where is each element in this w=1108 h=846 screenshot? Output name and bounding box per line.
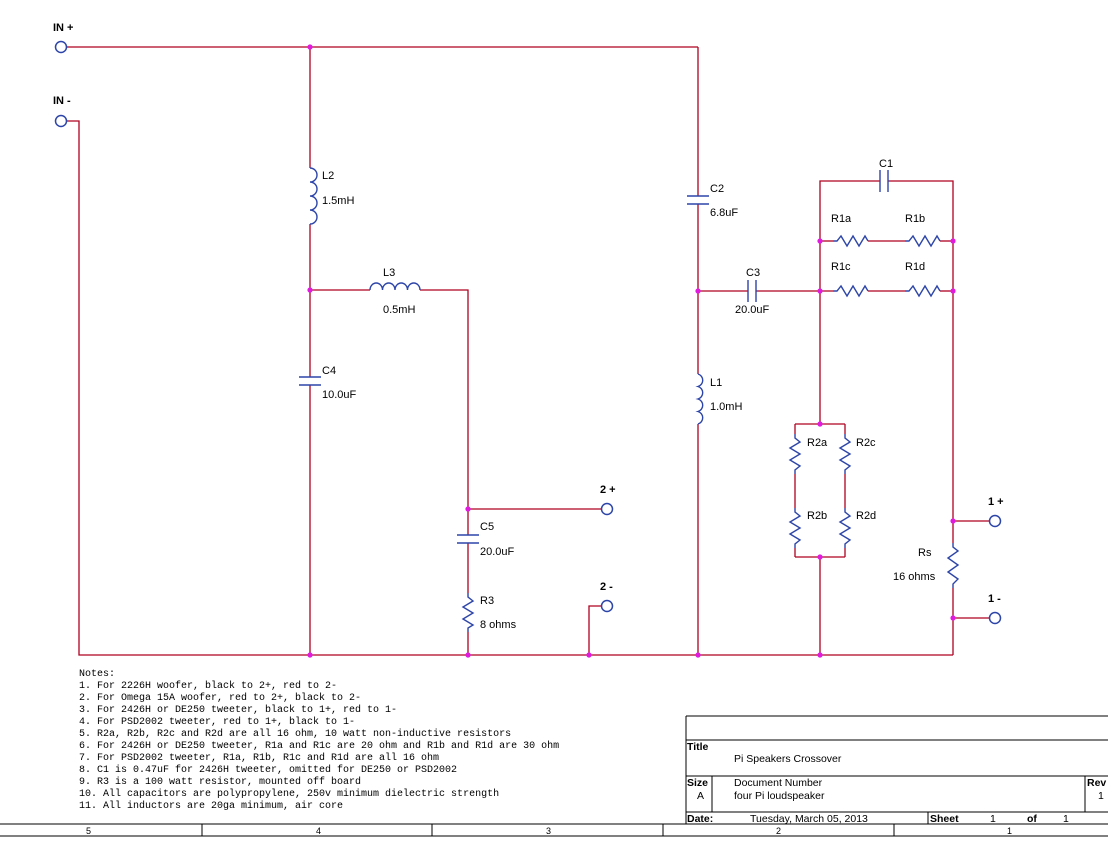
title-label: Title bbox=[687, 741, 709, 753]
zone-label: 1 bbox=[1007, 826, 1012, 836]
port-in-minus bbox=[54, 114, 68, 128]
note-line: 10. All capacitors are polypropylene, 25… bbox=[79, 788, 499, 800]
port-label-1-minus: 1 - bbox=[988, 593, 1001, 605]
resistor-R2b bbox=[788, 508, 802, 548]
note-line: 1. For 2226H woofer, black to 2+, red to… bbox=[79, 680, 337, 692]
label-R3-ref: R3 bbox=[480, 595, 494, 607]
title-block: Title Pi Speakers Crossover Size A Docum… bbox=[685, 715, 1108, 825]
label-R2a-ref: R2a bbox=[807, 437, 828, 449]
components bbox=[299, 167, 960, 632]
notes: Notes: 1. For 2226H woofer, black to 2+,… bbox=[79, 669, 559, 812]
note-line: 11. All inductors are 20ga minimum, air … bbox=[79, 800, 343, 812]
zone-label: 3 bbox=[546, 826, 551, 836]
date-value: Tuesday, March 05, 2013 bbox=[750, 813, 868, 825]
note-line: 3. For 2426H or DE250 tweeter, black to … bbox=[79, 704, 397, 716]
component-labels: L2 1.5mH L3 0.5mH C4 10.0uF C5 20.0uF R3… bbox=[322, 158, 936, 631]
resistor-R1a bbox=[833, 234, 869, 248]
sheet-value: 1 bbox=[990, 813, 996, 825]
label-R2b-ref: R2b bbox=[807, 510, 827, 522]
wires bbox=[67, 46, 990, 656]
label-R3-value: 8 ohms bbox=[480, 619, 517, 631]
label-C2-ref: C2 bbox=[710, 183, 724, 195]
port-label-1-plus: 1 + bbox=[988, 496, 1004, 508]
note-line: 9. R3 is a 100 watt resistor, mounted of… bbox=[79, 776, 361, 788]
label-R1a-ref: R1a bbox=[831, 213, 852, 225]
port-1-plus bbox=[988, 514, 1002, 528]
label-L3-value: 0.5mH bbox=[383, 304, 415, 316]
resistor-R1b bbox=[905, 234, 941, 248]
label-Rs-value: 16 ohms bbox=[893, 571, 936, 583]
docnum-label: Document Number bbox=[734, 777, 823, 789]
resistor-R1d bbox=[905, 284, 941, 298]
docnum-value: four Pi loudspeaker bbox=[734, 790, 825, 802]
capacitor-C3 bbox=[747, 280, 757, 302]
label-C1-ref: C1 bbox=[879, 158, 893, 170]
label-R2c-ref: R2c bbox=[856, 437, 876, 449]
junctions bbox=[307, 44, 956, 658]
port-in-plus bbox=[54, 40, 68, 54]
label-R1b-ref: R1b bbox=[905, 213, 925, 225]
resistor-R2d bbox=[838, 508, 852, 548]
resistor-R2c bbox=[838, 434, 852, 474]
note-line: 4. For PSD2002 tweeter, red to 1+, black… bbox=[79, 716, 355, 728]
sheet-label: Sheet bbox=[930, 813, 959, 825]
size-value: A bbox=[697, 790, 704, 802]
ports: IN + IN - 2 + 2 - 1 + 1 - bbox=[53, 22, 1004, 625]
label-L2-ref: L2 bbox=[322, 170, 334, 182]
capacitor-C2 bbox=[687, 195, 709, 205]
date-label: Date: bbox=[687, 813, 713, 825]
zone-label: 4 bbox=[316, 826, 321, 836]
port-2-plus bbox=[600, 502, 614, 516]
label-C3-ref: C3 bbox=[746, 267, 760, 279]
capacitor-C4 bbox=[299, 376, 321, 386]
note-line: 2. For Omega 15A woofer, red to 2+, blac… bbox=[79, 692, 361, 704]
label-C3-value: 20.0uF bbox=[735, 304, 770, 316]
capacitor-C1 bbox=[879, 170, 889, 192]
size-label: Size bbox=[687, 777, 708, 789]
label-C4-value: 10.0uF bbox=[322, 389, 357, 401]
resistor-R1c bbox=[833, 284, 869, 298]
label-L1-value: 1.0mH bbox=[710, 401, 742, 413]
resistor-Rs bbox=[946, 543, 960, 588]
label-C4-ref: C4 bbox=[322, 365, 336, 377]
label-Rs-ref: Rs bbox=[918, 547, 932, 559]
zone-label: 5 bbox=[86, 826, 91, 836]
zone-label: 2 bbox=[776, 826, 781, 836]
note-line: 5. R2a, R2b, R2c and R2d are all 16 ohm,… bbox=[79, 728, 511, 740]
note-line: 8. C1 is 0.47uF for 2426H tweeter, omitt… bbox=[79, 764, 457, 776]
port-2-minus bbox=[600, 599, 614, 613]
note-line: 6. For 2426H or DE250 tweeter, R1a and R… bbox=[79, 740, 559, 752]
note-line: 7. For PSD2002 tweeter, R1a, R1b, R1c an… bbox=[79, 752, 439, 764]
zone-strip: 5 4 3 2 1 bbox=[0, 823, 1108, 837]
of-label: of bbox=[1027, 813, 1037, 825]
of-value: 1 bbox=[1063, 813, 1069, 825]
title-value: Pi Speakers Crossover bbox=[734, 753, 842, 765]
inductor-L3 bbox=[369, 282, 421, 291]
port-label-in-minus: IN - bbox=[53, 95, 71, 107]
capacitor-C5 bbox=[457, 534, 479, 544]
port-label-2-minus: 2 - bbox=[600, 581, 613, 593]
rev-value: 1 bbox=[1098, 790, 1104, 802]
label-L2-value: 1.5mH bbox=[322, 195, 354, 207]
port-label-2-plus: 2 + bbox=[600, 484, 616, 496]
resistor-R2a bbox=[788, 434, 802, 474]
label-L1-ref: L1 bbox=[710, 377, 722, 389]
label-R1c-ref: R1c bbox=[831, 261, 851, 273]
label-R1d-ref: R1d bbox=[905, 261, 925, 273]
label-C5-ref: C5 bbox=[480, 521, 494, 533]
inductor-L2 bbox=[309, 167, 318, 225]
label-R2d-ref: R2d bbox=[856, 510, 876, 522]
port-1-minus bbox=[988, 611, 1002, 625]
rev-label: Rev bbox=[1087, 777, 1106, 789]
label-C2-value: 6.8uF bbox=[710, 207, 738, 219]
port-label-in-plus: IN + bbox=[53, 22, 73, 34]
label-L3-ref: L3 bbox=[383, 267, 395, 279]
inductor-L1 bbox=[695, 373, 704, 425]
resistor-R3 bbox=[461, 593, 475, 632]
notes-heading: Notes: bbox=[79, 669, 115, 680]
label-C5-value: 20.0uF bbox=[480, 546, 515, 558]
